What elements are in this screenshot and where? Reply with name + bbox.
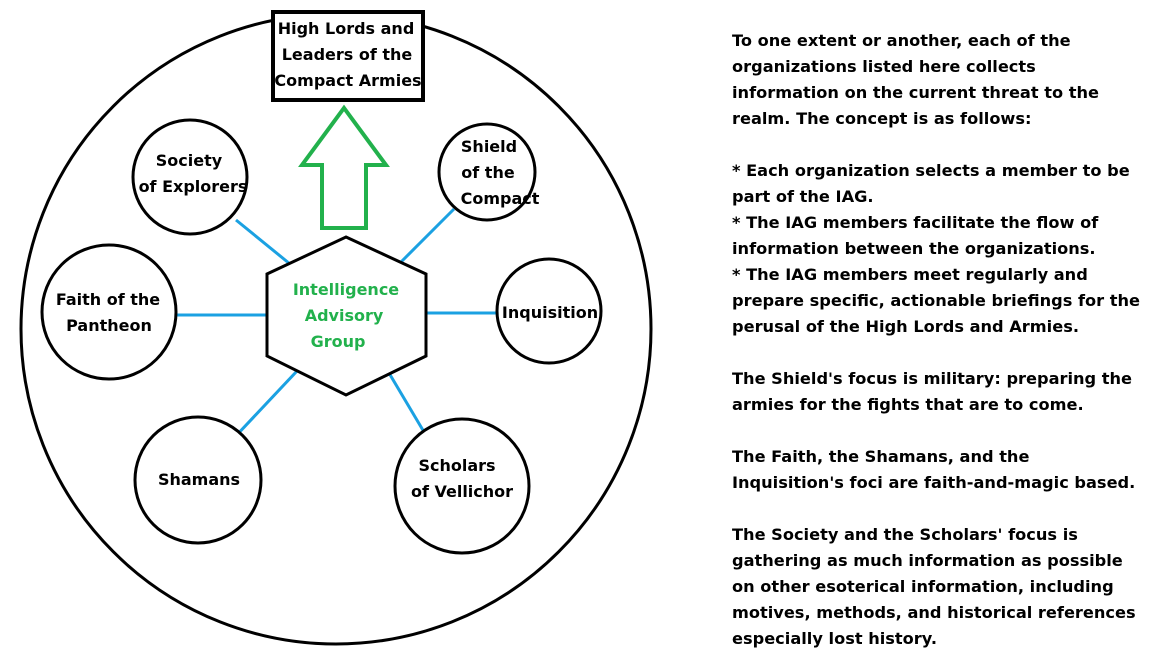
bullet-line: prepare specific, actionable briefings f… bbox=[732, 291, 1141, 310]
connector-society bbox=[235, 218, 291, 266]
iag-hexagon bbox=[265, 235, 428, 397]
node-society-of-explorers bbox=[131, 118, 249, 236]
bullet-line: * The IAG members meet regularly and bbox=[732, 265, 1088, 284]
iag-label-line-3: Group bbox=[311, 332, 366, 351]
organization-diagram: High Lords and Leaders of the Compact Ar… bbox=[19, 10, 653, 646]
explanation-text: To one extent or another, each of the or… bbox=[732, 28, 1142, 652]
high-lords-label-line-1: High Lords and bbox=[278, 19, 415, 38]
society-line: on other esoterical information, includi… bbox=[732, 577, 1114, 596]
shamans-label: Shamans bbox=[158, 470, 240, 489]
bullet-line: perusal of the High Lords and Armies. bbox=[732, 317, 1079, 336]
faith-label-line-2: Pantheon bbox=[66, 316, 152, 335]
bullet-line: information between the organizations. bbox=[732, 239, 1096, 258]
connectors bbox=[174, 207, 496, 441]
bullet-line: * The IAG members facilitate the flow of bbox=[732, 213, 1099, 232]
intro-line: organizations listed here collects bbox=[732, 57, 1036, 76]
intro-line: information on the current threat to the bbox=[732, 83, 1099, 102]
high-lords-label-line-2: Leaders of the bbox=[282, 45, 413, 64]
intro-line: realm. The concept is as follows: bbox=[732, 109, 1032, 128]
faith-paragraph: The Faith, the Shamans, and the Inquisit… bbox=[732, 444, 1142, 496]
intro-line: To one extent or another, each of the bbox=[732, 31, 1071, 50]
node-faith-of-the-pantheon bbox=[40, 243, 178, 381]
shield-line: The Shield's focus is military: preparin… bbox=[732, 369, 1133, 388]
society-label-line-1: Society bbox=[156, 151, 223, 170]
high-lords-label-line-3: Compact Armies bbox=[274, 71, 421, 90]
shield-label-line-2: of the bbox=[461, 163, 515, 182]
bullet-line: part of the IAG. bbox=[732, 187, 874, 206]
society-line: motives, methods, and historical referen… bbox=[732, 603, 1136, 622]
faith-line: Inquisition's foci are faith-and-magic b… bbox=[732, 473, 1136, 492]
inquisition-label: Inquisition bbox=[502, 303, 598, 322]
connector-scholars bbox=[387, 372, 429, 438]
intro-paragraph: To one extent or another, each of the or… bbox=[732, 28, 1142, 132]
shield-paragraph: The Shield's focus is military: preparin… bbox=[732, 366, 1142, 418]
shield-label-line-1: Shield bbox=[461, 137, 517, 156]
society-line: especially lost history. bbox=[732, 629, 937, 648]
up-arrow-icon bbox=[298, 104, 390, 230]
scholars-label-line-2: of Vellichor bbox=[411, 482, 513, 501]
faith-label-line-1: Faith of the bbox=[56, 290, 160, 309]
shield-line: armies for the fights that are to come. bbox=[732, 395, 1084, 414]
node-inquisition bbox=[495, 257, 603, 365]
faith-line: The Faith, the Shamans, and the bbox=[732, 447, 1030, 466]
bullet-line: * Each organization selects a member to … bbox=[732, 161, 1130, 180]
scholars-label-line-1: Scholars bbox=[418, 456, 495, 475]
high-lords-box bbox=[271, 10, 425, 102]
connector-shield bbox=[397, 207, 456, 266]
connector-shamans bbox=[231, 369, 299, 441]
bullet-list: * Each organization selects a member to … bbox=[732, 158, 1142, 340]
society-line: gathering as much information as possibl… bbox=[732, 551, 1123, 570]
society-label-line-2: of Explorers bbox=[139, 177, 248, 196]
node-shamans bbox=[133, 415, 263, 545]
society-paragraph: The Society and the Scholars' focus is g… bbox=[732, 522, 1142, 652]
iag-label-line-1: Intelligence bbox=[293, 280, 399, 299]
iag-label-line-2: Advisory bbox=[305, 306, 384, 325]
society-line: The Society and the Scholars' focus is bbox=[732, 525, 1078, 544]
shield-label-line-3: Compact bbox=[461, 189, 540, 208]
node-shield-of-the-compact bbox=[437, 122, 537, 222]
node-scholars-of-vellichor bbox=[393, 417, 531, 555]
